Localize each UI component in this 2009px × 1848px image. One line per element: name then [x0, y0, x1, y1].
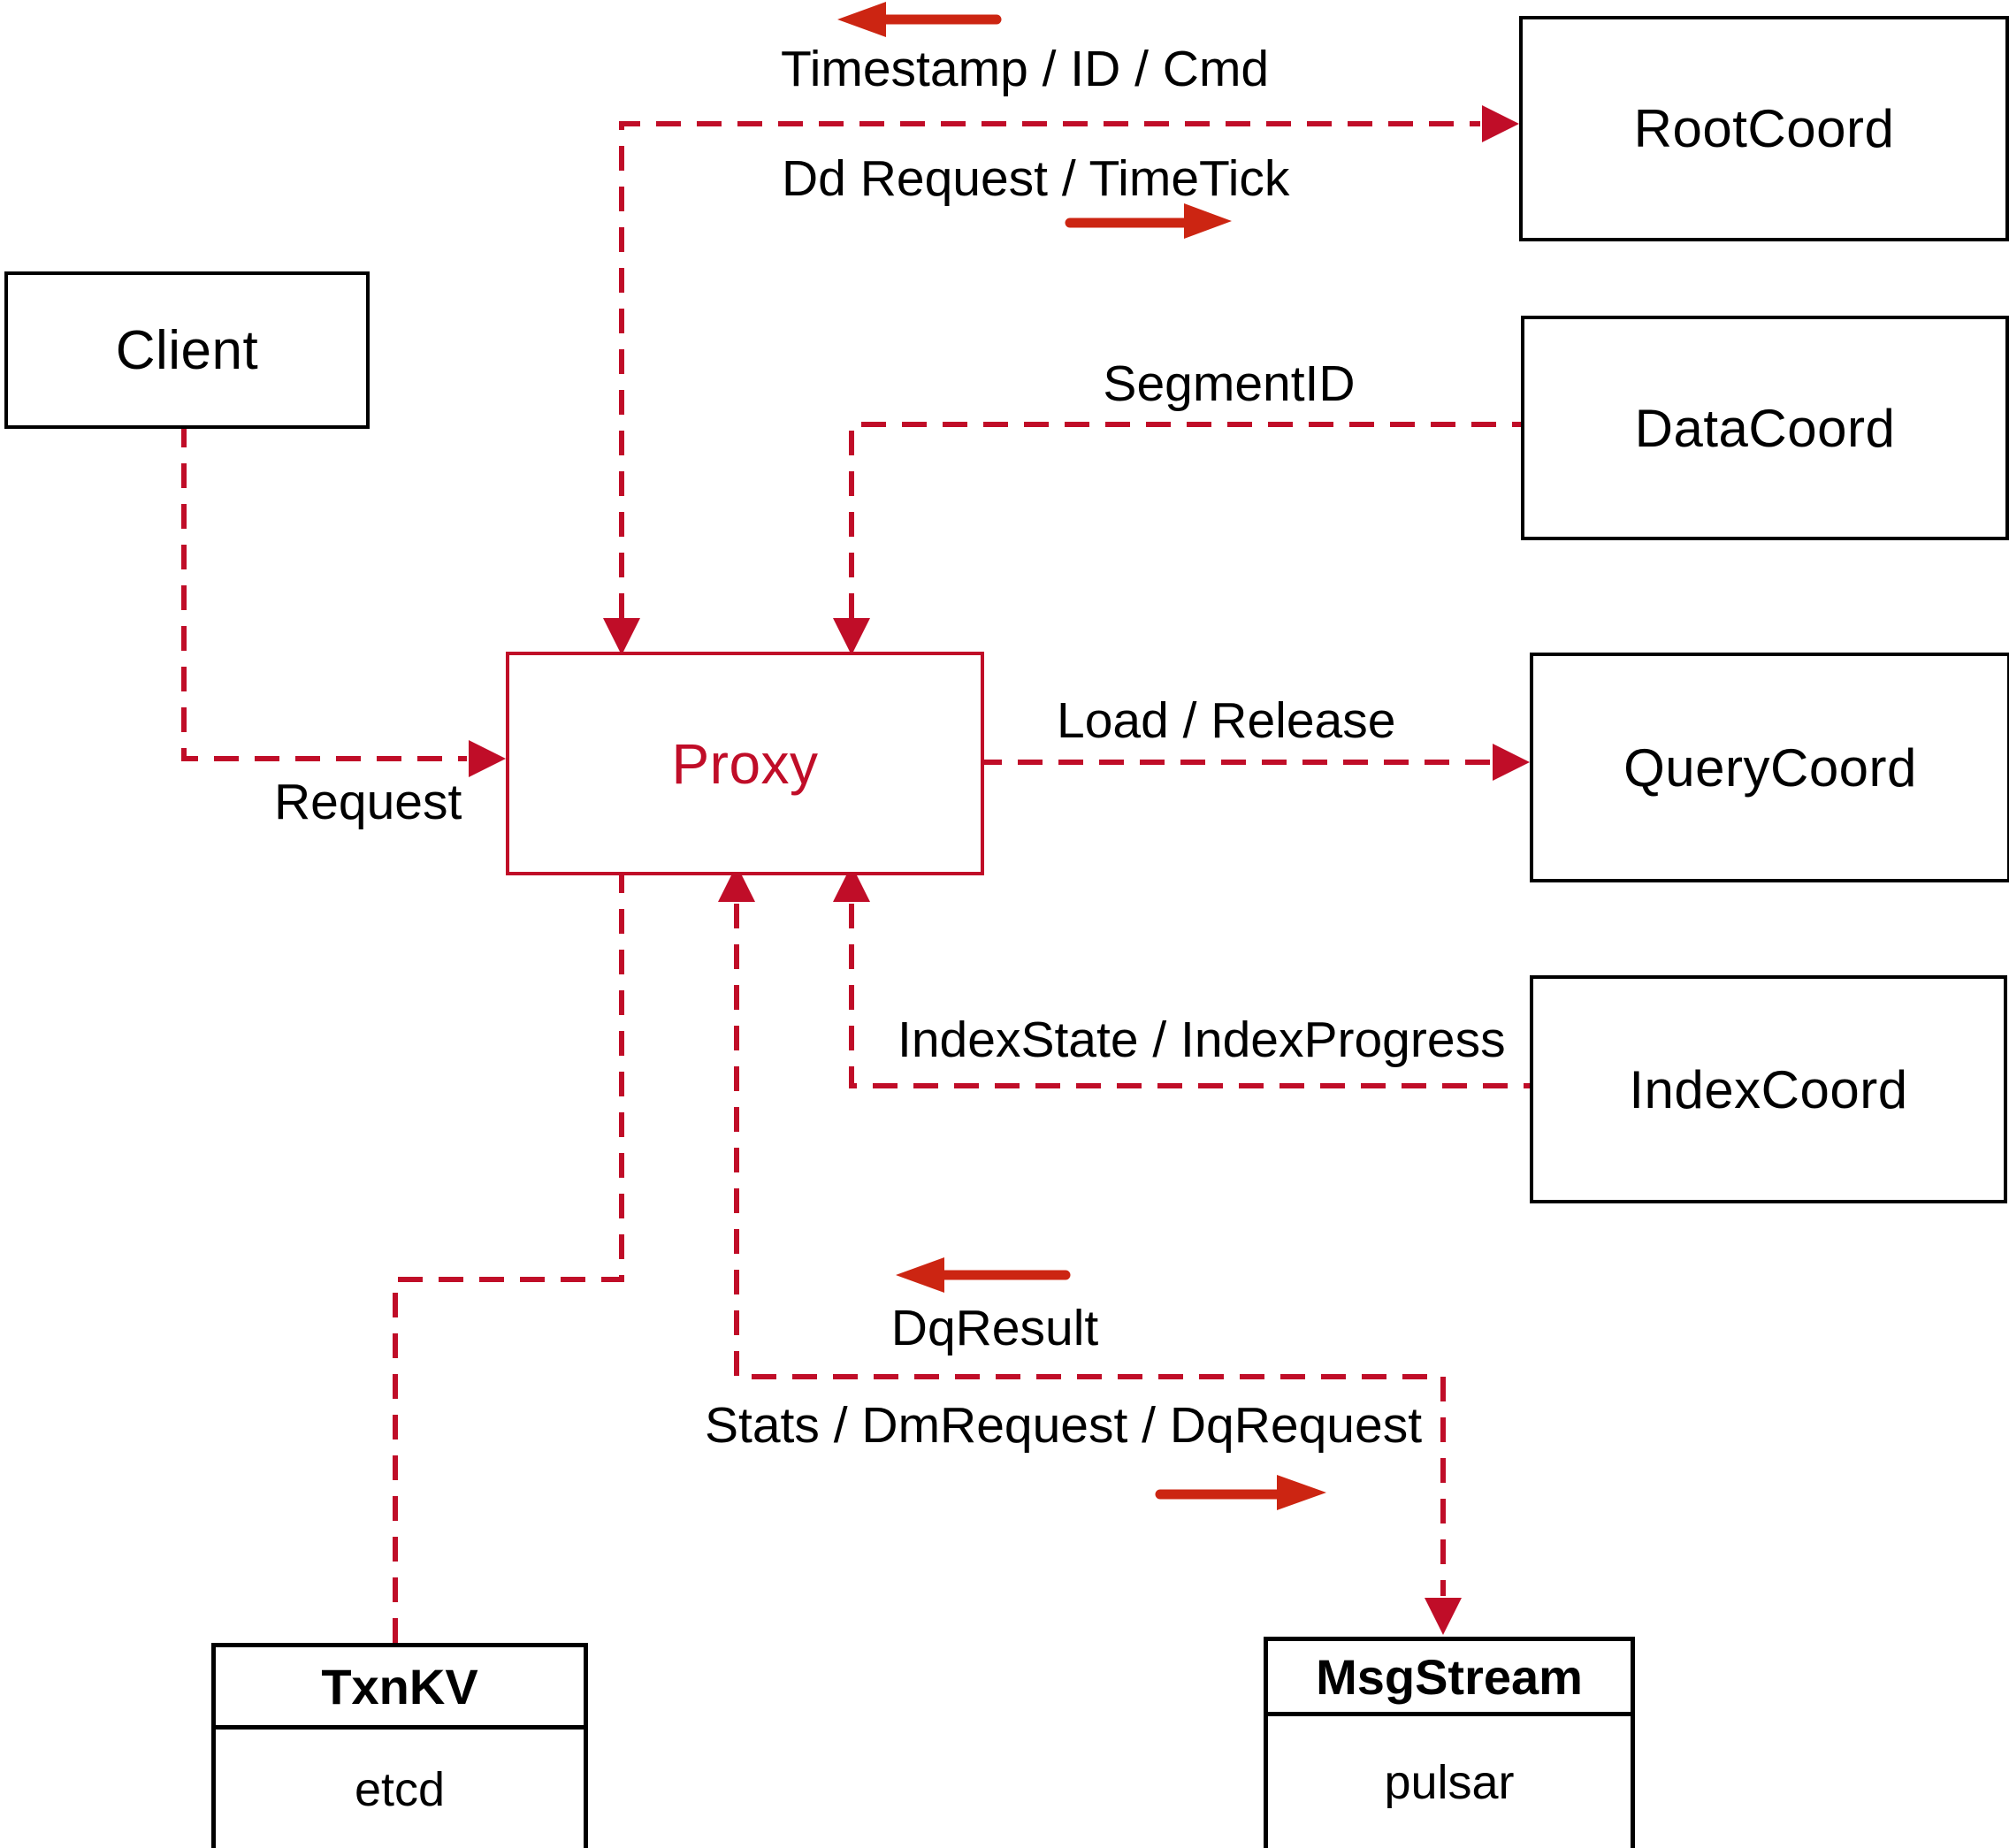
direction-arrow-shafts [881, 14, 1284, 1500]
ddrequest-right-arrow-head [1184, 203, 1232, 239]
rootcoord-label: RootCoord [1633, 99, 1895, 158]
indexcoord-node: IndexCoord [1530, 975, 2007, 1203]
indexcoord-label: IndexCoord [1629, 1059, 1908, 1119]
arrowhead-into-rootcoord [1482, 105, 1519, 142]
timestamp-left-arrow-head [837, 2, 886, 37]
edge-label-dq-result: DqResult [890, 1300, 1099, 1356]
edge-label-indexstate-progress: IndexState / IndexProgress [898, 1012, 1506, 1068]
txnkv-impl: etcd [354, 1762, 446, 1816]
edge-proxy-msgstream [734, 904, 1446, 1596]
edge-datacoord-to-proxy [849, 422, 1521, 618]
txnkv-node: TxnKV etcd [211, 1643, 588, 1848]
txnkv-title: TxnKV [216, 1647, 584, 1730]
edge-label-dd-request-timetick: Dd Request / TimeTick [782, 150, 1290, 207]
arrowhead-into-proxy-top-left [603, 618, 640, 655]
proxy-node: Proxy [506, 652, 984, 875]
datacoord-node: DataCoord [1521, 316, 2009, 540]
dashed-connectors [181, 121, 1530, 1643]
rootcoord-node: RootCoord [1519, 16, 2009, 241]
stats-right-arrow-head [1277, 1475, 1326, 1510]
querycoord-node: QueryCoord [1530, 653, 2009, 882]
edge-label-request: Request [274, 774, 462, 830]
edge-label-load-release: Load / Release [1057, 692, 1396, 749]
msgstream-impl: pulsar [1384, 1756, 1515, 1809]
edge-label-segment-id: SegmentID [1103, 355, 1356, 412]
arrowhead-into-msgstream [1425, 1598, 1462, 1635]
edge-proxy-to-txnkv [393, 868, 624, 1643]
dqresult-left-arrow-head [896, 1257, 944, 1293]
datacoord-label: DataCoord [1634, 398, 1896, 458]
querycoord-label: QueryCoord [1623, 737, 1917, 798]
edge-label-timestamp-id-cmd: Timestamp / ID / Cmd [781, 41, 1270, 97]
client-label: Client [115, 319, 259, 381]
msgstream-title: MsgStream [1268, 1641, 1631, 1716]
edge-indexcoord-to-proxy [849, 904, 1530, 1088]
proxy-label: Proxy [671, 731, 819, 796]
msgstream-node: MsgStream pulsar [1264, 1637, 1635, 1848]
arrowhead-into-proxy-bottom-left [718, 865, 755, 902]
arrowhead-into-querycoord [1493, 744, 1530, 781]
edge-client-to-proxy [181, 423, 467, 761]
arrowhead-into-proxy-top-right [833, 618, 870, 655]
arrowhead-into-proxy-left [469, 740, 506, 777]
client-node: Client [4, 271, 370, 429]
direction-arrow-heads [837, 2, 1326, 1510]
edge-proxy-rootcoord [619, 121, 1480, 618]
arrowhead-into-proxy-bottom-right [833, 865, 870, 902]
edge-label-stats-dm-dq-request: Stats / DmRequest / DqRequest [705, 1397, 1423, 1454]
dashed-arrowheads [469, 105, 1530, 1635]
